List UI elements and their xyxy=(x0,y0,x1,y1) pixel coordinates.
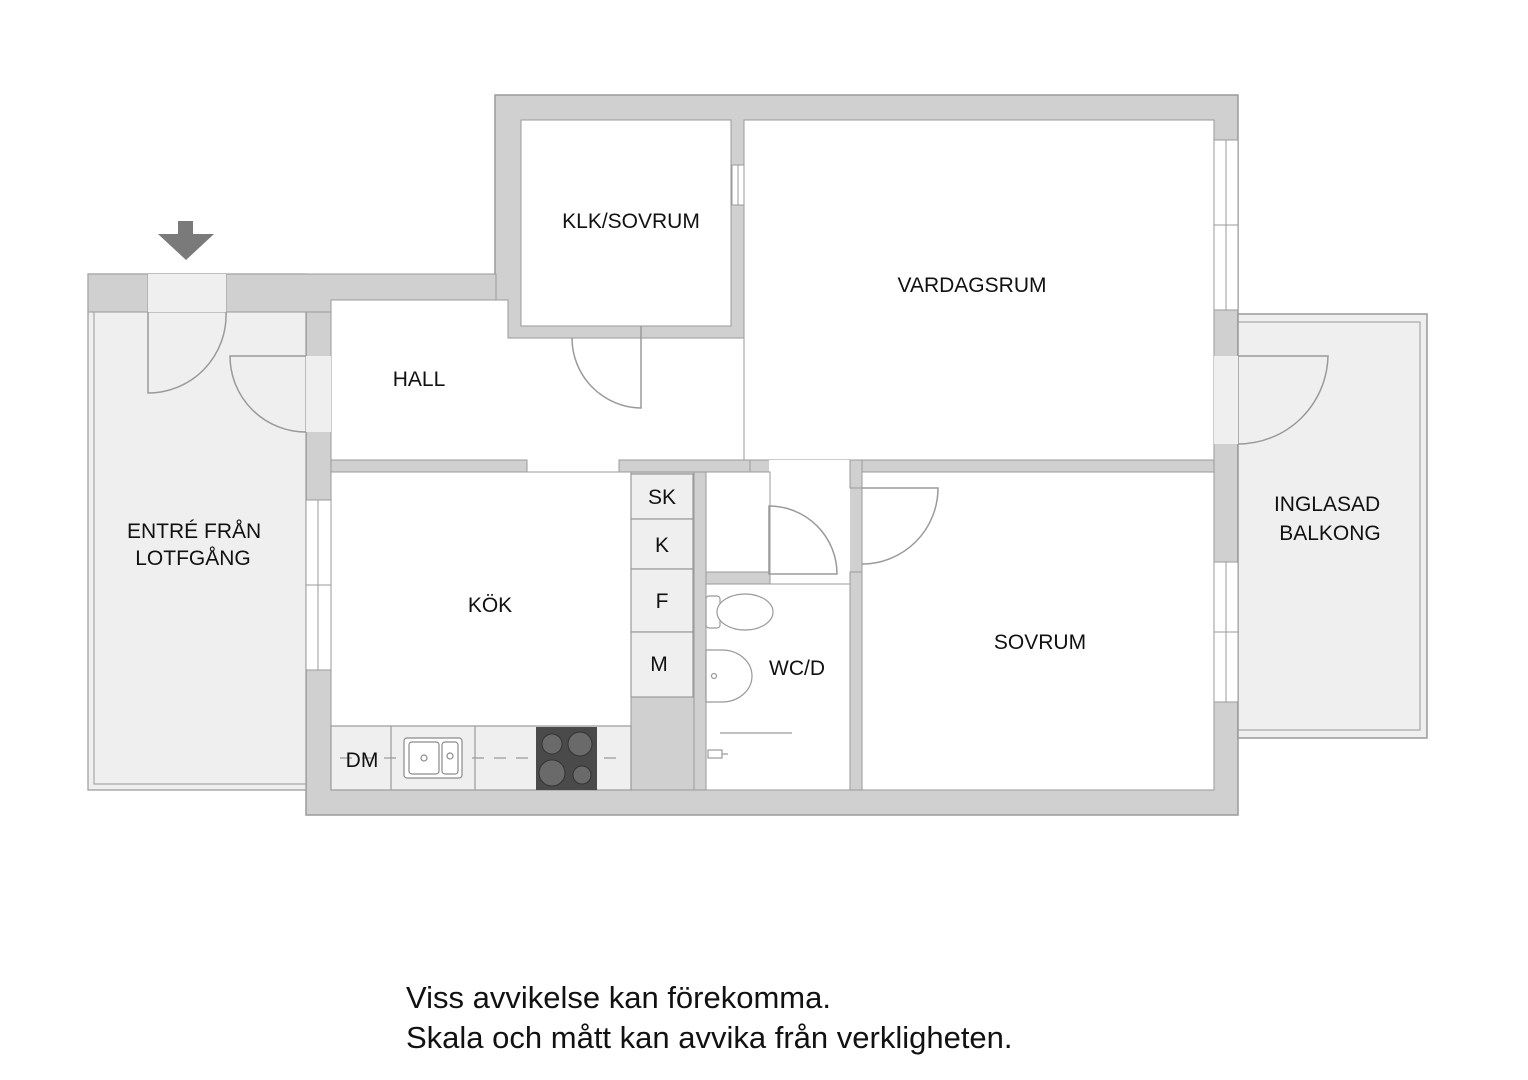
entry-door-opening xyxy=(306,356,331,432)
bedroom-stub xyxy=(849,459,863,489)
klk-room xyxy=(520,119,732,327)
corridor-door xyxy=(147,311,227,394)
bedroom-door xyxy=(861,487,939,565)
label-wc: WC/D xyxy=(769,657,825,680)
label-balcony-2: BALKONG xyxy=(1279,522,1381,545)
disclaimer: Viss avvikelse kan förekomma. Skala och … xyxy=(406,978,1013,1058)
wc-upper xyxy=(705,471,771,573)
entry-door xyxy=(229,355,307,433)
sink-icon xyxy=(403,737,463,779)
shower-icon xyxy=(707,732,792,759)
klk-door xyxy=(571,326,642,409)
label-storage-f: F xyxy=(656,590,669,613)
label-balcony-1: INGLASAD xyxy=(1274,493,1380,516)
label-entrance-1: ENTRÉ FRÅN xyxy=(127,520,261,543)
label-hall: HALL xyxy=(393,368,446,391)
hall-link xyxy=(527,458,619,474)
washbasin-icon xyxy=(705,649,753,703)
label-klk: KLK/SOVRUM xyxy=(562,210,700,233)
stove-icon xyxy=(536,727,597,790)
window-living xyxy=(1213,139,1239,311)
balcony-door-opening xyxy=(1214,356,1238,444)
label-bedroom: SOVRUM xyxy=(994,631,1086,654)
window-klk xyxy=(731,164,745,206)
cabinet-m xyxy=(630,631,694,698)
balcony-floor xyxy=(1237,313,1428,739)
storage-cabinets xyxy=(630,473,694,698)
label-entrance-2: LOTFGÅNG xyxy=(135,547,251,570)
closet-core xyxy=(630,696,695,791)
window-kitchen xyxy=(305,499,332,671)
label-storage-k: K xyxy=(655,534,669,557)
label-living: VARDAGSRUM xyxy=(898,274,1047,297)
label-storage-sk: SK xyxy=(648,486,676,509)
bedroom-top-wall xyxy=(849,459,1215,473)
wc-divider xyxy=(693,471,707,791)
passage-room xyxy=(769,460,850,590)
disclaimer-line-1: Viss avvikelse kan förekomma. xyxy=(406,980,831,1015)
bedroom-room xyxy=(861,471,1215,791)
window-bedroom xyxy=(1213,561,1239,703)
wc-top-wall xyxy=(705,571,771,585)
bedroom-left-wall xyxy=(849,571,863,791)
corridor-opening xyxy=(148,274,226,312)
toilet-icon xyxy=(705,593,774,631)
label-dishwasher: DM xyxy=(346,749,379,772)
disclaimer-line-2: Skala och mått kan avvika från verklighe… xyxy=(406,1020,1013,1055)
corridor-wall-left xyxy=(87,273,149,313)
label-kitchen: KÖK xyxy=(468,594,512,617)
balcony-door xyxy=(1237,355,1329,445)
hall-kitchen-wall-left xyxy=(330,459,528,473)
label-balcony: INGLASAD BALKONG xyxy=(1274,493,1386,545)
label-storage-m: M xyxy=(650,653,668,676)
balcony-inner-edge xyxy=(1237,321,1421,731)
cabinet-k xyxy=(630,518,694,570)
hall-kitchen-wall-right xyxy=(618,459,751,473)
cabinet-f xyxy=(630,568,694,633)
cabinet-sk xyxy=(630,473,694,520)
wc-door xyxy=(768,505,838,575)
label-entrance: ENTRÉ FRÅN LOTFGÅNG xyxy=(127,520,267,570)
entrance-arrow-icon xyxy=(158,221,214,260)
